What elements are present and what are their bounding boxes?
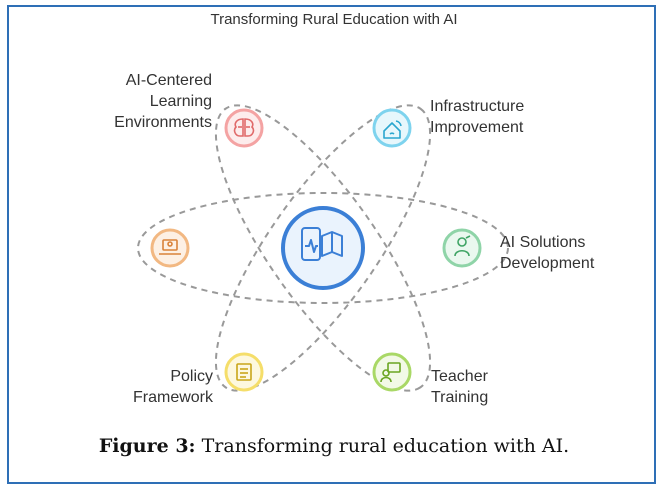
label-ai-solutions: AI Solutions Development (500, 234, 595, 272)
node-ai-centered (224, 108, 264, 148)
node-ai-solutions (442, 228, 482, 268)
caption-number: Figure 3: (98, 435, 196, 457)
caption-text: Transforming rural education with AI. (195, 435, 570, 457)
orbit-horizontal (137, 192, 509, 304)
laptop-icon (159, 239, 181, 255)
mobile-learning-icon (301, 227, 343, 261)
house-signal-icon (383, 120, 402, 139)
brain-icon (233, 118, 255, 137)
orbit-diagonal-b (214, 104, 432, 392)
node-teacher (372, 352, 412, 392)
label-teacher: Teacher Training (431, 368, 489, 406)
orbit-diagonal-a (214, 104, 432, 392)
node-infrastructure (372, 108, 412, 148)
figure-caption: Figure 3: Transforming rural education w… (0, 435, 668, 457)
node-policy (224, 352, 264, 392)
label-policy: Policy Framework (132, 368, 213, 406)
center-node (281, 206, 365, 290)
label-ai-centered: AI-Centered Learning Environments (114, 72, 212, 131)
policy-icon (236, 363, 252, 381)
teacher-icon (380, 362, 401, 383)
node-left (150, 228, 190, 268)
label-infrastructure: Infrastructure Improvement (430, 98, 525, 136)
person-tech-icon (454, 235, 471, 257)
diagram-title: Transforming Rural Education with AI (210, 11, 458, 28)
